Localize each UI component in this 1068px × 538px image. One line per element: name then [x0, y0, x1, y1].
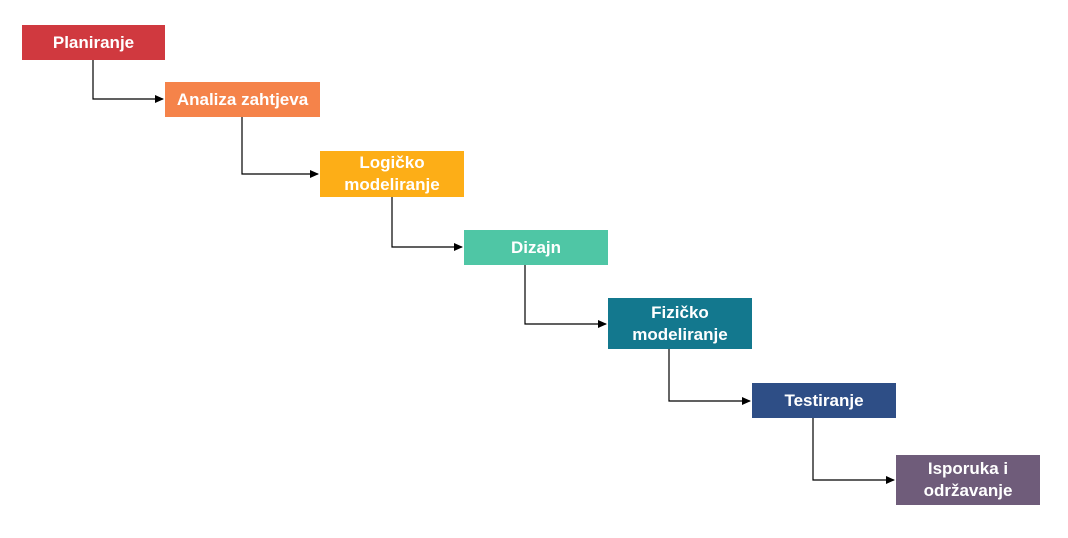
connector-arrow	[241, 117, 319, 178]
step-label: Dizajn	[510, 237, 562, 257]
step-label: Logičko modeliranje	[344, 153, 440, 194]
step-label: Planiranje	[52, 32, 135, 52]
step-isporuka-i-odrzavanje: Isporuka i održavanje	[896, 455, 1040, 505]
step-label: Testiranje	[784, 390, 864, 410]
step-label: Analiza zahtjeva	[176, 89, 309, 109]
step-analiza-zahtjeva: Analiza zahtjeva	[165, 82, 320, 117]
step-dizajn: Dizajn	[464, 230, 608, 265]
connector-arrow	[668, 349, 751, 405]
connector-arrow	[524, 265, 607, 328]
step-testiranje: Testiranje	[752, 383, 896, 418]
connector-arrow	[92, 60, 164, 103]
connector-arrow	[391, 197, 463, 251]
step-label: Isporuka i održavanje	[923, 459, 1013, 500]
connector-arrow	[812, 418, 895, 484]
step-fizicko-modeliranje: Fizičko modeliranje	[608, 298, 752, 349]
step-label: Fizičko modeliranje	[632, 302, 728, 344]
step-planiranje: Planiranje	[22, 25, 165, 60]
step-logicko-modeliranje: Logičko modeliranje	[320, 151, 464, 197]
